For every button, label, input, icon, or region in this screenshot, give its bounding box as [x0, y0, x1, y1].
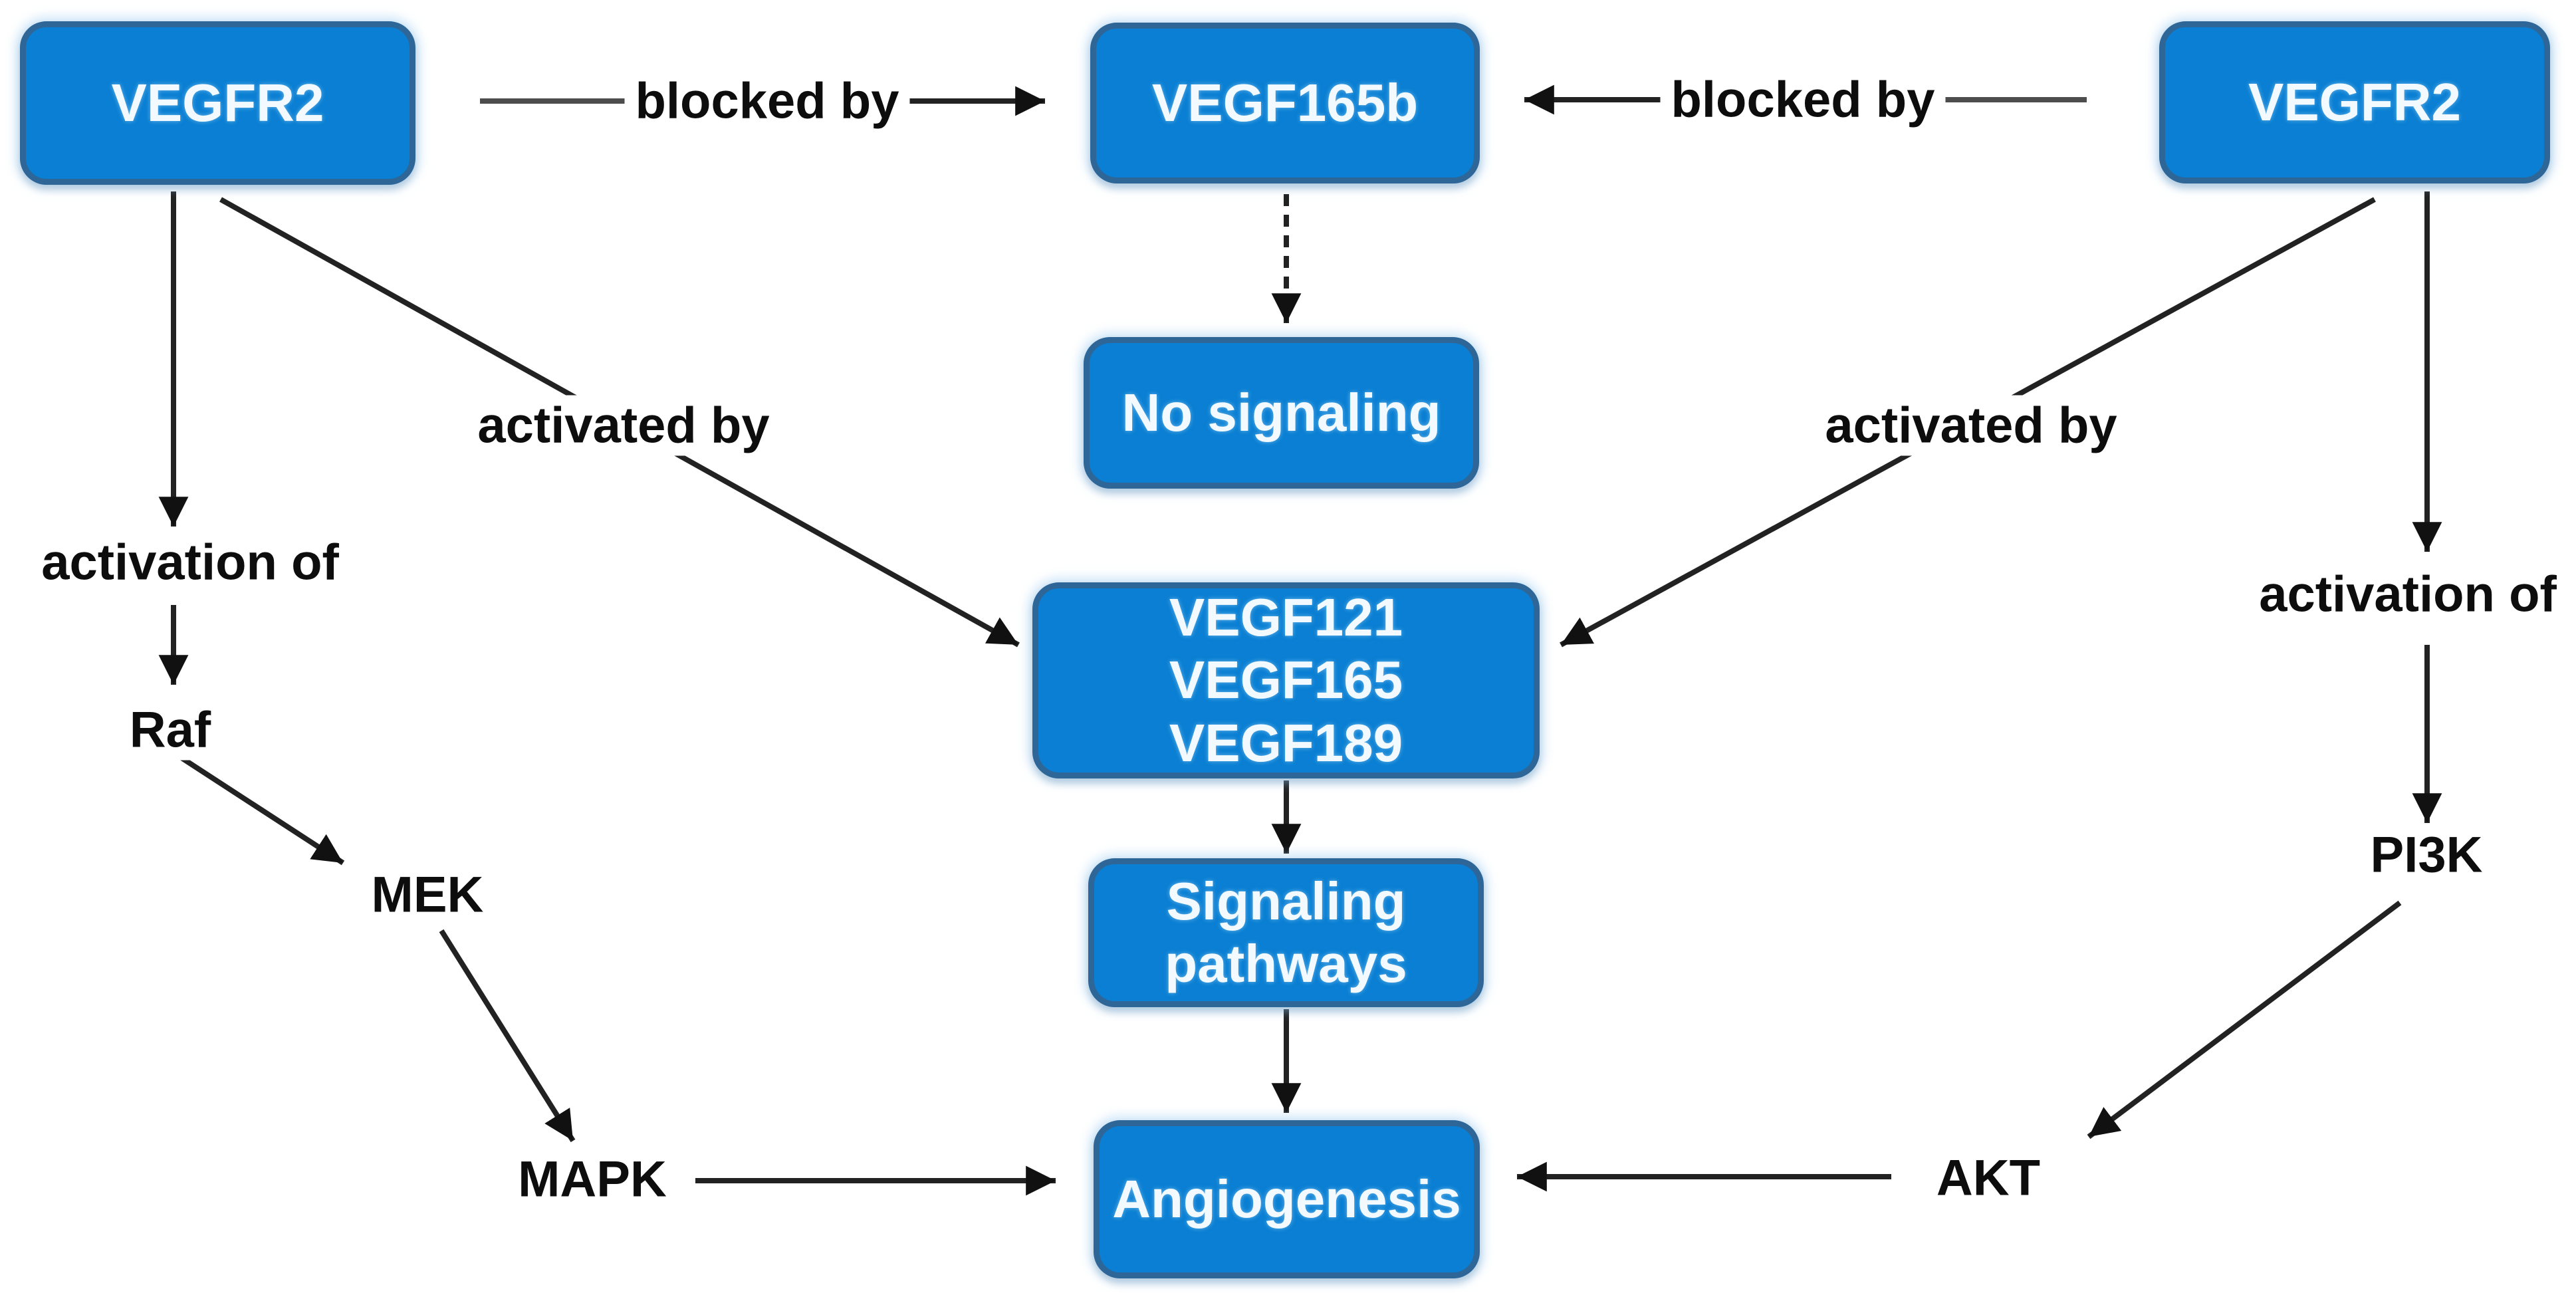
arrow-mek-to-mapk — [439, 929, 576, 1143]
node-angiogenesis: Angiogenesis — [1094, 1120, 1480, 1278]
edge-label-activated-by-left: activated by — [467, 395, 780, 456]
edge-label-mek: MEK — [360, 864, 495, 925]
node-signaling-pathways: Signaling pathways — [1088, 858, 1484, 1007]
node-no-signaling: No signaling — [1084, 337, 1479, 489]
edge-label-activation-of-left: activation of — [31, 532, 350, 593]
edge-label-raf: Raf — [118, 699, 222, 761]
edge-label-mapk: MAPK — [507, 1149, 677, 1210]
node-label: VEGF121 VEGF165 VEGF189 — [1169, 587, 1403, 772]
edge-label-activation-of-right: activation of — [2248, 564, 2567, 625]
node-vegfr2-right: VEGFR2 — [2159, 21, 2550, 183]
edge-label-akt: AKT — [1925, 1147, 2051, 1209]
edge-label-activated-by-right: activated by — [1814, 395, 2128, 456]
edge-label-blocked-by-left: blocked by — [624, 70, 910, 132]
edge-label-pi3k: PI3K — [2359, 824, 2494, 886]
node-vegf165b: VEGF165b — [1090, 23, 1480, 183]
arrow-raf-to-mek — [177, 754, 345, 866]
node-label: Signaling pathways — [1165, 871, 1407, 993]
node-vegfr2-left: VEGFR2 — [20, 21, 415, 185]
node-label: No signaling — [1121, 382, 1441, 442]
arrow-pi3k-to-akt — [2087, 900, 2402, 1139]
node-label: VEGFR2 — [111, 72, 324, 132]
node-vegf-isoforms: VEGF121 VEGF165 VEGF189 — [1032, 582, 1540, 778]
node-label: Angiogenesis — [1112, 1169, 1461, 1229]
edge-label-blocked-by-right: blocked by — [1660, 69, 1946, 130]
node-label: VEGF165b — [1151, 72, 1419, 132]
node-label: VEGFR2 — [2248, 72, 2462, 132]
